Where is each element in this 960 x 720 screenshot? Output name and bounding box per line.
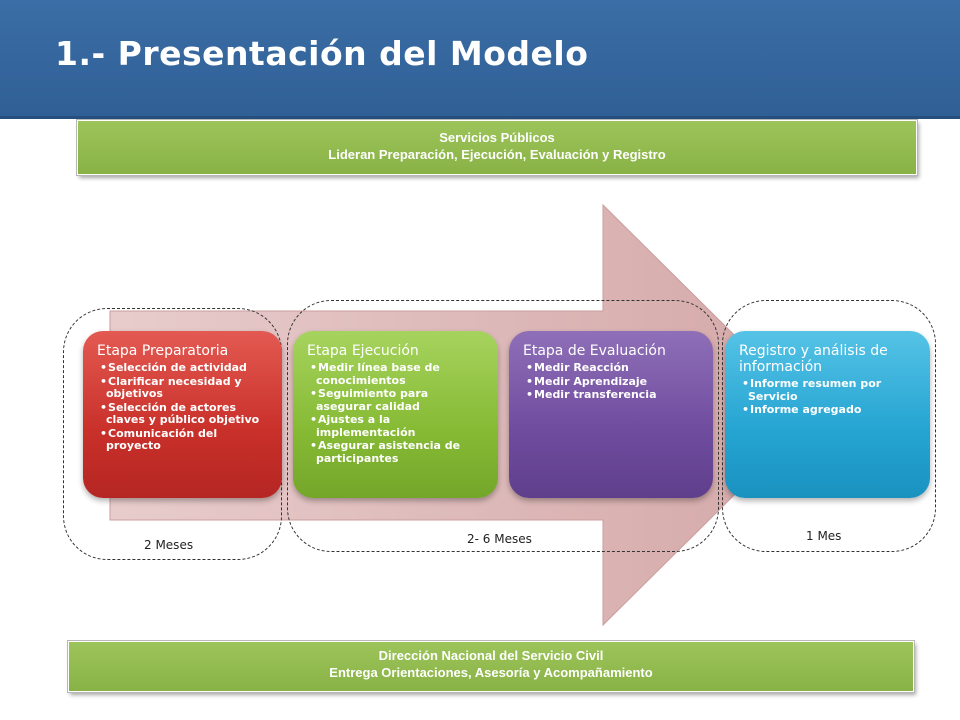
stage-item: Selección de actividad [97, 361, 270, 375]
stage-item: Medir transferencia [523, 388, 701, 402]
stage-card-preparatoria: Etapa Preparatoria Selección de activida… [83, 331, 282, 498]
bottom-band-line2: Entrega Orientaciones, Asesoría y Acompa… [329, 665, 653, 680]
stage-title: Etapa de Evaluación [523, 343, 666, 359]
stage-title: Etapa Preparatoria [97, 343, 229, 359]
stage-item: Clarificar necesidad y objetivos [97, 375, 270, 401]
stage-item: Medir línea base de conocimientos [307, 361, 486, 387]
bottom-band-line1: Dirección Nacional del Servicio Civil [378, 648, 604, 663]
stage-items: Medir línea base de conocimientos Seguim… [307, 361, 486, 465]
top-band: Servicios Públicos Lideran Preparación, … [76, 119, 918, 176]
stage-item: Ajustes a la implementación [307, 413, 486, 439]
stage-card-registro: Registro y análisis de información Infor… [725, 331, 930, 498]
top-band-line2: Lideran Preparación, Ejecución, Evaluaci… [328, 147, 666, 162]
stage-item: Comunicación del proyecto [97, 427, 270, 453]
stage-title: Etapa Ejecución [307, 343, 419, 359]
top-band-line1: Servicios Públicos [439, 130, 555, 145]
duration-label-1-mes: 1 Mes [806, 529, 842, 543]
duration-group-ejecucion-evaluacion [287, 300, 719, 552]
stage-items: Medir Reacción Medir Aprendizaje Medir t… [523, 361, 701, 402]
stage-item: Selección de actores claves y público ob… [97, 401, 270, 427]
stage-item: Asegurar asistencia de participantes [307, 439, 486, 465]
stage-items: Informe resumen por Servicio Informe agr… [739, 377, 918, 417]
stage-items: Selección de actividad Clarificar necesi… [97, 361, 270, 453]
stage-item: Seguimiento para asegurar calidad [307, 387, 486, 413]
stage-title: Registro y análisis de información [739, 343, 888, 375]
duration-group-registro [722, 300, 936, 552]
bottom-band: Dirección Nacional del Servicio Civil En… [67, 640, 915, 693]
stage-card-ejecucion: Etapa Ejecución Medir línea base de cono… [293, 331, 498, 498]
stage-item: Informe agregado [739, 403, 918, 417]
stage-item: Informe resumen por Servicio [739, 377, 918, 403]
title-bar: 1.- Presentación del Modelo [0, 0, 960, 119]
duration-label-2-meses: 2 Meses [144, 538, 194, 552]
page-title: 1.- Presentación del Modelo [55, 34, 589, 73]
stage-item: Medir Reacción [523, 361, 701, 375]
duration-label-2-6-meses: 2- 6 Meses [467, 532, 532, 546]
stage-card-evaluacion: Etapa de Evaluación Medir Reacción Medir… [509, 331, 713, 498]
stage-item: Medir Aprendizaje [523, 375, 701, 389]
